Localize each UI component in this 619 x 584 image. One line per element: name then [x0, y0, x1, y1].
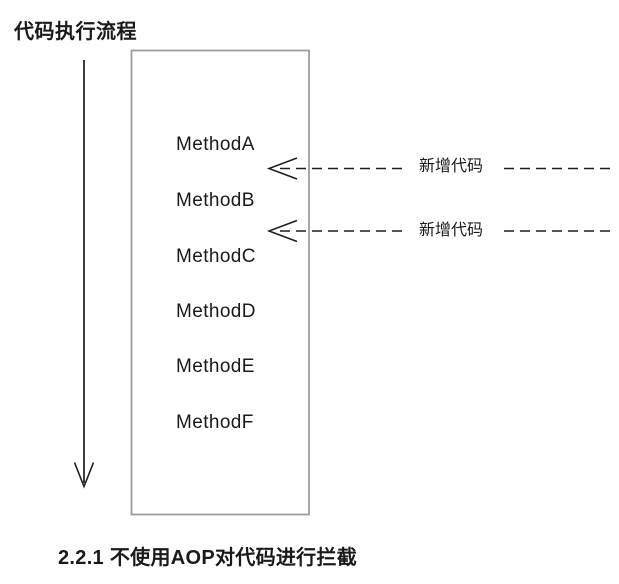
method-label-f: MethodF [176, 412, 254, 433]
execution-flow-arrowhead-icon [73, 462, 95, 489]
method-label-b: MethodB [176, 190, 255, 211]
method-label-a: MethodA [176, 134, 255, 155]
annotation-label-2: 新增代码 [404, 220, 498, 242]
method-label-e: MethodE [176, 356, 255, 377]
diagram-title: 代码执行流程 [14, 21, 137, 43]
figure-caption: 2.2.1 不使用AOP对代码进行拦截 [58, 547, 358, 569]
annotation-arrow-2-arrowhead-icon [266, 219, 298, 243]
execution-flow-arrow [73, 60, 95, 489]
method-label-d: MethodD [176, 301, 256, 322]
annotation-label-1: 新增代码 [404, 156, 498, 178]
method-box [130, 49, 310, 516]
method-label-c: MethodC [176, 246, 256, 267]
annotation-arrow-1-arrowhead-icon [266, 157, 298, 180]
